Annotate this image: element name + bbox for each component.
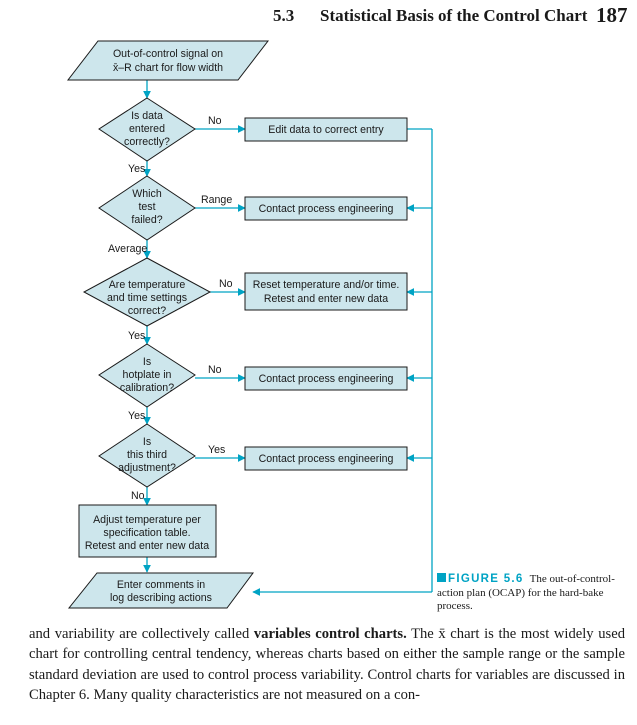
end-node: Enter comments in log describing actions	[67, 572, 254, 609]
start-node: Out-of-control signal on x̄–R chart for …	[66, 40, 270, 81]
decision-1-line-1: Is data	[131, 110, 163, 122]
action-adjust-temperature: Adjust temperature per specification tab…	[78, 504, 217, 558]
svg-text:Contact process engineering: Contact process engineering	[259, 373, 394, 385]
decision-3-line-2: and time settings	[107, 292, 187, 304]
decision-1-line-2: entered	[129, 123, 165, 135]
final-action-line-3: Retest and enter new data	[85, 540, 209, 552]
svg-text:this third: this third	[127, 449, 167, 461]
action-edit-data: Edit data to correct entry	[244, 117, 408, 142]
svg-text:Adjust temperature per: Adjust temperature per	[93, 514, 201, 526]
decision-4-line-2: hotplate in	[123, 369, 172, 381]
page-number: 187	[596, 3, 628, 27]
decision-2-down-label: Average	[108, 243, 147, 255]
svg-text:test: test	[138, 201, 155, 213]
svg-text:and time settings: and time settings	[107, 292, 187, 304]
page-header: 5.3 Statistical Basis of the Control Cha…	[0, 3, 637, 30]
action-1-line-1: Edit data to correct entry	[268, 124, 384, 136]
decision-1-down-label: Yes	[128, 163, 145, 175]
svg-text:Retest and enter new data: Retest and enter new data	[264, 293, 388, 305]
decision-4-down-label: Yes	[128, 410, 145, 422]
final-action-line-1: Adjust temperature per	[93, 514, 201, 526]
body-term-bold: variables control charts.	[253, 626, 407, 642]
section-number: 5.3	[273, 6, 295, 25]
decision-5-line-3: adjustment?	[118, 462, 176, 474]
decision-3-down-label: Yes	[128, 330, 145, 342]
end-line-1: Enter comments in	[117, 579, 205, 591]
svg-text:adjustment?: adjustment?	[118, 462, 176, 474]
svg-text:failed?: failed?	[131, 214, 162, 226]
action-contact-engineering-hotplate: Contact process engineering	[244, 366, 408, 391]
decision-which-test: Which test failed?	[98, 175, 196, 241]
body-line-1-pre: and variability are collectively called	[29, 626, 254, 642]
start-line-1: Out-of-control signal on	[113, 48, 223, 60]
svg-text:specification table.: specification table.	[103, 527, 190, 539]
decision-2-line-1: Which	[132, 188, 162, 200]
body-rest: used chart for controlling central tende…	[29, 626, 625, 703]
svg-text:Reset temperature and/or time.: Reset temperature and/or time.	[253, 279, 400, 291]
action-5-line-1: Contact process engineering	[259, 453, 394, 465]
decision-2-branch-label: Range	[201, 194, 232, 206]
action-2-line-1: Contact process engineering	[259, 203, 394, 215]
caption-marker-icon	[437, 573, 446, 582]
svg-text:Is data: Is data	[131, 110, 163, 122]
decision-2-line-2: test	[138, 201, 155, 213]
svg-text:x̄–R chart for flow width: x̄–R chart for flow width	[113, 62, 223, 74]
svg-text:Contact process engineering: Contact process engineering	[259, 203, 394, 215]
svg-text:Contact process engineering: Contact process engineering	[259, 453, 394, 465]
end-line-2: log describing actions	[110, 592, 212, 604]
svg-text:correctly?: correctly?	[124, 136, 170, 148]
decision-1-line-3: correctly?	[124, 136, 170, 148]
decision-hotplate-calibration: Is hotplate in calibration?	[98, 343, 196, 408]
section-title: Statistical Basis of the Control Chart	[320, 6, 588, 25]
action-contact-engineering-adjustment: Contact process engineering	[244, 446, 408, 471]
figure-label: FIGURE 5.6	[448, 573, 524, 585]
final-action-line-2: specification table.	[103, 527, 190, 539]
action-contact-engineering-range: Contact process engineering	[244, 196, 408, 221]
svg-text:entered: entered	[129, 123, 165, 135]
body-paragraph: and variability are collectively called …	[29, 624, 625, 705]
start-line-2: x̄–R chart for flow width	[113, 62, 223, 74]
decision-3-line-3: correct?	[128, 305, 166, 317]
svg-text:Retest and enter new data: Retest and enter new data	[85, 540, 209, 552]
svg-text:Is: Is	[143, 356, 151, 368]
decision-3-branch-label: No	[219, 278, 233, 290]
decision-third-adjustment: Is this third adjustment?	[98, 423, 196, 488]
decision-1-branch-label: No	[208, 115, 222, 127]
svg-text:Out-of-control signal on: Out-of-control signal on	[113, 48, 223, 60]
decision-5-line-1: Is	[143, 436, 151, 448]
decision-temperature-settings: Are temperature and time settings correc…	[82, 257, 212, 327]
decision-3-line-1: Are temperature	[109, 279, 186, 291]
svg-text:correct?: correct?	[128, 305, 166, 317]
svg-text:Enter comments in: Enter comments in	[117, 579, 205, 591]
decision-5-down-label: No	[131, 490, 145, 502]
decision-4-line-1: Is	[143, 356, 151, 368]
decision-5-branch-label: Yes	[208, 444, 225, 456]
caption-text: The out-of-control-action plan (OCAP) fo…	[437, 573, 615, 612]
action-3-line-1: Reset temperature and/or time.	[253, 279, 400, 291]
ocap-flowchart: Out-of-control signal on x̄–R chart for …	[66, 40, 433, 609]
svg-text:log describing actions: log describing actions	[110, 592, 212, 604]
svg-text:hotplate in: hotplate in	[123, 369, 172, 381]
action-4-line-1: Contact process engineering	[259, 373, 394, 385]
svg-text:Is: Is	[143, 436, 151, 448]
body-line-1-post: The x̄ chart is the most widely	[406, 626, 594, 642]
decision-2-line-3: failed?	[131, 214, 162, 226]
action-3-line-2: Retest and enter new data	[264, 293, 388, 305]
action-reset-temperature: Reset temperature and/or time. Retest an…	[244, 272, 408, 311]
svg-text:Are temperature: Are temperature	[109, 279, 186, 291]
decision-4-line-3: calibration?	[120, 382, 174, 394]
decision-data-entered: Is data entered correctly?	[98, 97, 196, 162]
svg-text:calibration?: calibration?	[120, 382, 174, 394]
svg-text:Edit data to correct entry: Edit data to correct entry	[268, 124, 384, 136]
decision-4-branch-label: No	[208, 364, 222, 376]
svg-text:Which: Which	[132, 188, 162, 200]
decision-5-line-2: this third	[127, 449, 167, 461]
